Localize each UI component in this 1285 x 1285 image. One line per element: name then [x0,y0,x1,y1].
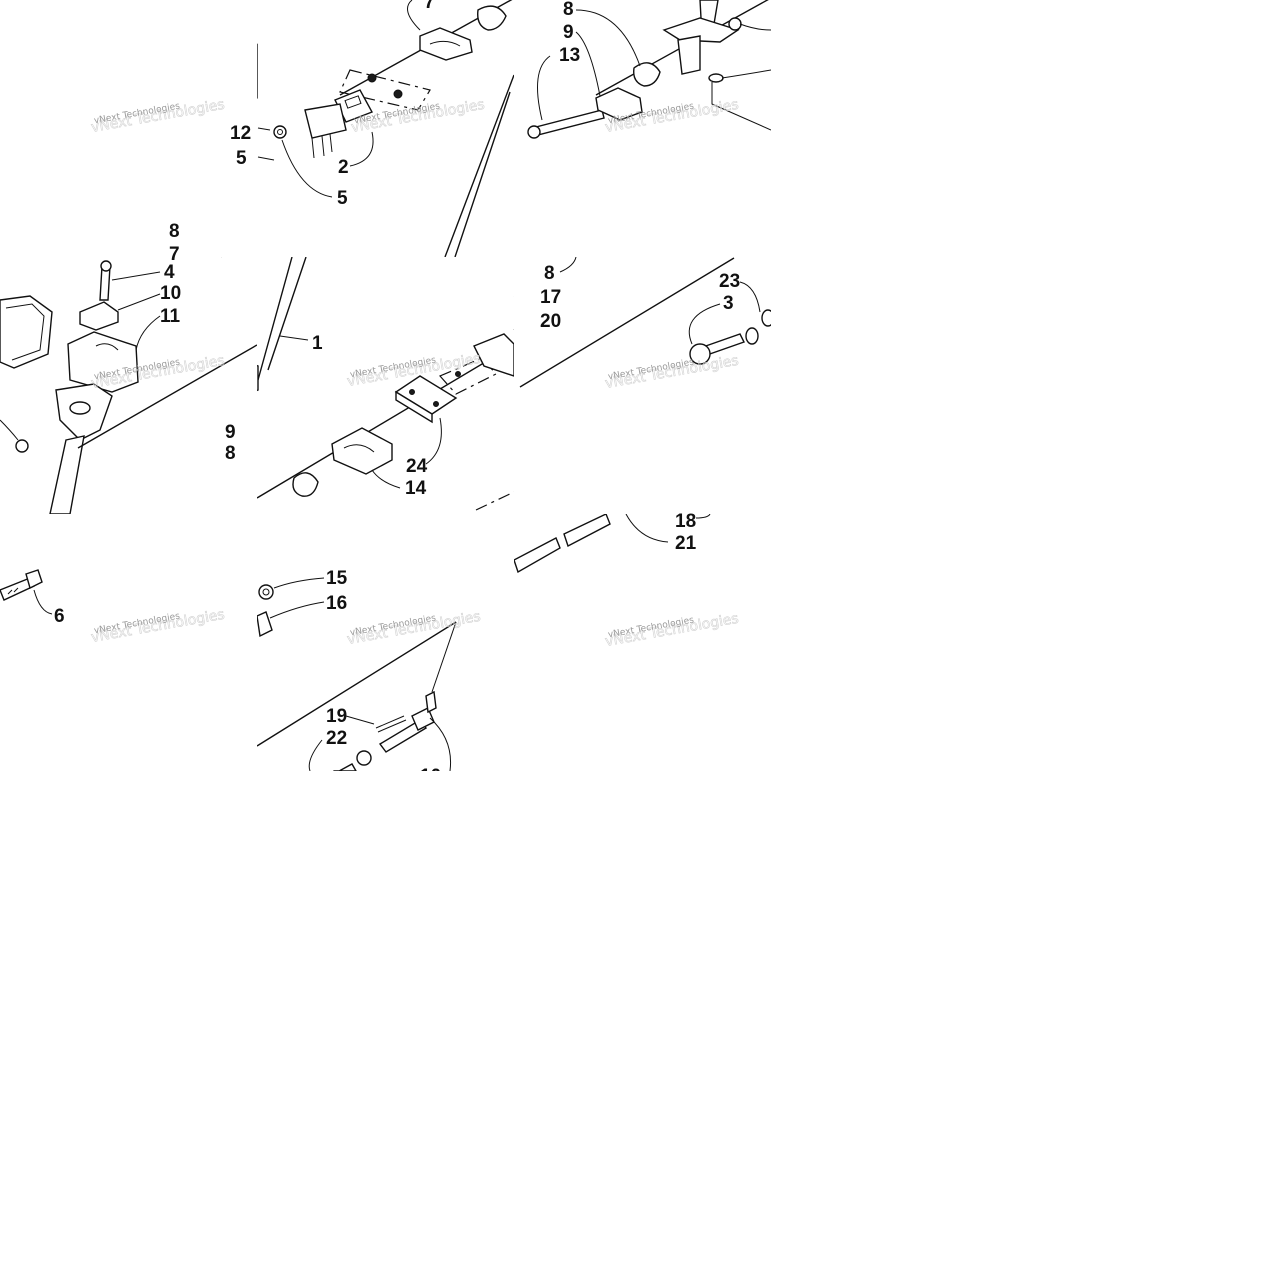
callout-3: 3 [723,293,734,314]
callout-9: 9 [563,22,574,43]
callout-20: 20 [540,311,561,332]
tile-bottom-left [0,569,53,615]
callout-11: 11 [160,306,181,327]
tile-middle-right [519,257,771,388]
callouts: 7 12 5 2 5 8 9 13 8 7 4 10 11 1 9 8 8 17… [54,0,740,787]
callout-10: 10 [420,766,441,787]
callout-2: 2 [338,157,349,178]
callout-7: 7 [169,244,180,265]
callout-9: 9 [225,422,236,443]
callout-7: 7 [424,0,435,13]
callout-13: 13 [559,45,580,66]
callout-15: 15 [326,568,348,589]
tile-top-middle [257,0,514,257]
callout-21: 21 [675,533,697,554]
tile-top-right [527,0,771,139]
callout-19: 19 [326,706,347,727]
callout-1: 1 [312,333,323,354]
callout-5: 5 [337,188,348,209]
tile-bottom-center [257,577,457,771]
callout-16: 16 [326,593,347,614]
watermarks: vNext Technologies vNext Technologies vN… [90,96,741,650]
callout-24: 24 [406,456,428,477]
callout-18: 18 [675,511,696,532]
tile-middle-left [0,257,257,514]
callout-10: 10 [160,283,181,304]
callout-6: 6 [54,606,65,627]
callout-14: 14 [405,478,427,499]
callout-8: 8 [225,443,236,464]
callout-4: 4 [164,262,175,283]
callout-17: 17 [540,287,561,308]
callout-8: 8 [544,263,555,284]
callout-23: 23 [719,271,740,292]
callout-5: 5 [236,148,247,169]
tile-bottom-right [514,514,711,574]
callout-12: 12 [230,123,251,144]
callout-8: 8 [563,0,574,20]
tile-center [257,257,514,511]
callout-8: 8 [169,221,180,242]
callout-22: 22 [326,728,347,749]
